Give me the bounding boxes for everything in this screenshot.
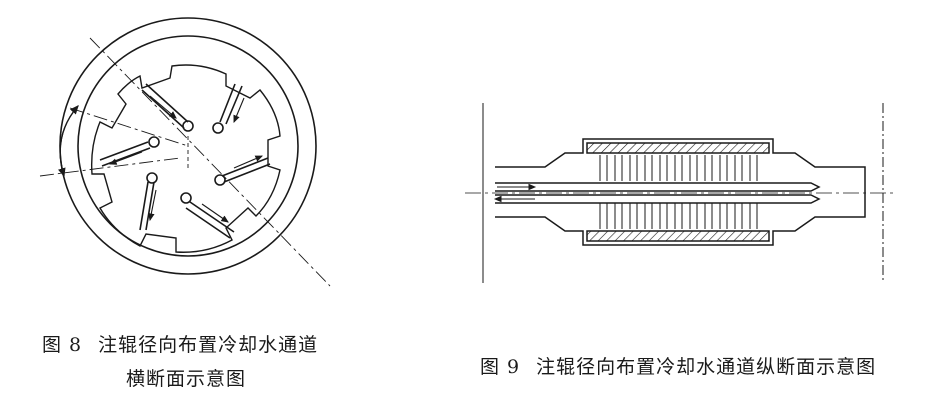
longitudinal-svg <box>465 103 895 283</box>
sleeve-top <box>586 142 770 154</box>
sleeve-bottom <box>586 230 770 242</box>
channel-6 <box>180 192 235 239</box>
cross-section-svg <box>39 17 331 287</box>
figure-9-caption: 图 9 注辊径向布置冷却水通道纵断面示意图 <box>480 352 876 379</box>
figure-8-number: 图 8 <box>42 334 83 356</box>
inlet-bore <box>495 182 821 192</box>
channel-2 <box>212 83 245 134</box>
radial-channels <box>599 155 758 229</box>
centre-line-b <box>39 157 181 177</box>
inner-ring <box>77 35 299 257</box>
roll-body-outline <box>495 138 866 246</box>
figure-9-number: 图 9 <box>480 356 521 378</box>
figure-8-caption-line2: 横断面示意图 <box>126 368 247 390</box>
core-outline <box>90 64 281 253</box>
figure-9-longitudinal-diagram <box>455 95 925 295</box>
outlet-bore <box>495 194 821 204</box>
figure-8-caption-line1: 注辊径向布置冷却水通道 <box>98 334 319 356</box>
figure-8-caption: 图 8 注辊径向布置冷却水通道 <box>42 330 318 357</box>
channel-5 <box>139 172 158 231</box>
figure-8-cross-section-diagram <box>30 17 360 308</box>
channel-3 <box>99 136 160 167</box>
channel-4 <box>214 155 271 186</box>
centre-line-a <box>89 37 331 287</box>
figure-9-caption-text: 注辊径向布置冷却水通道纵断面示意图 <box>536 356 877 378</box>
centre-line-c <box>69 107 189 147</box>
channel-1 <box>141 83 194 132</box>
